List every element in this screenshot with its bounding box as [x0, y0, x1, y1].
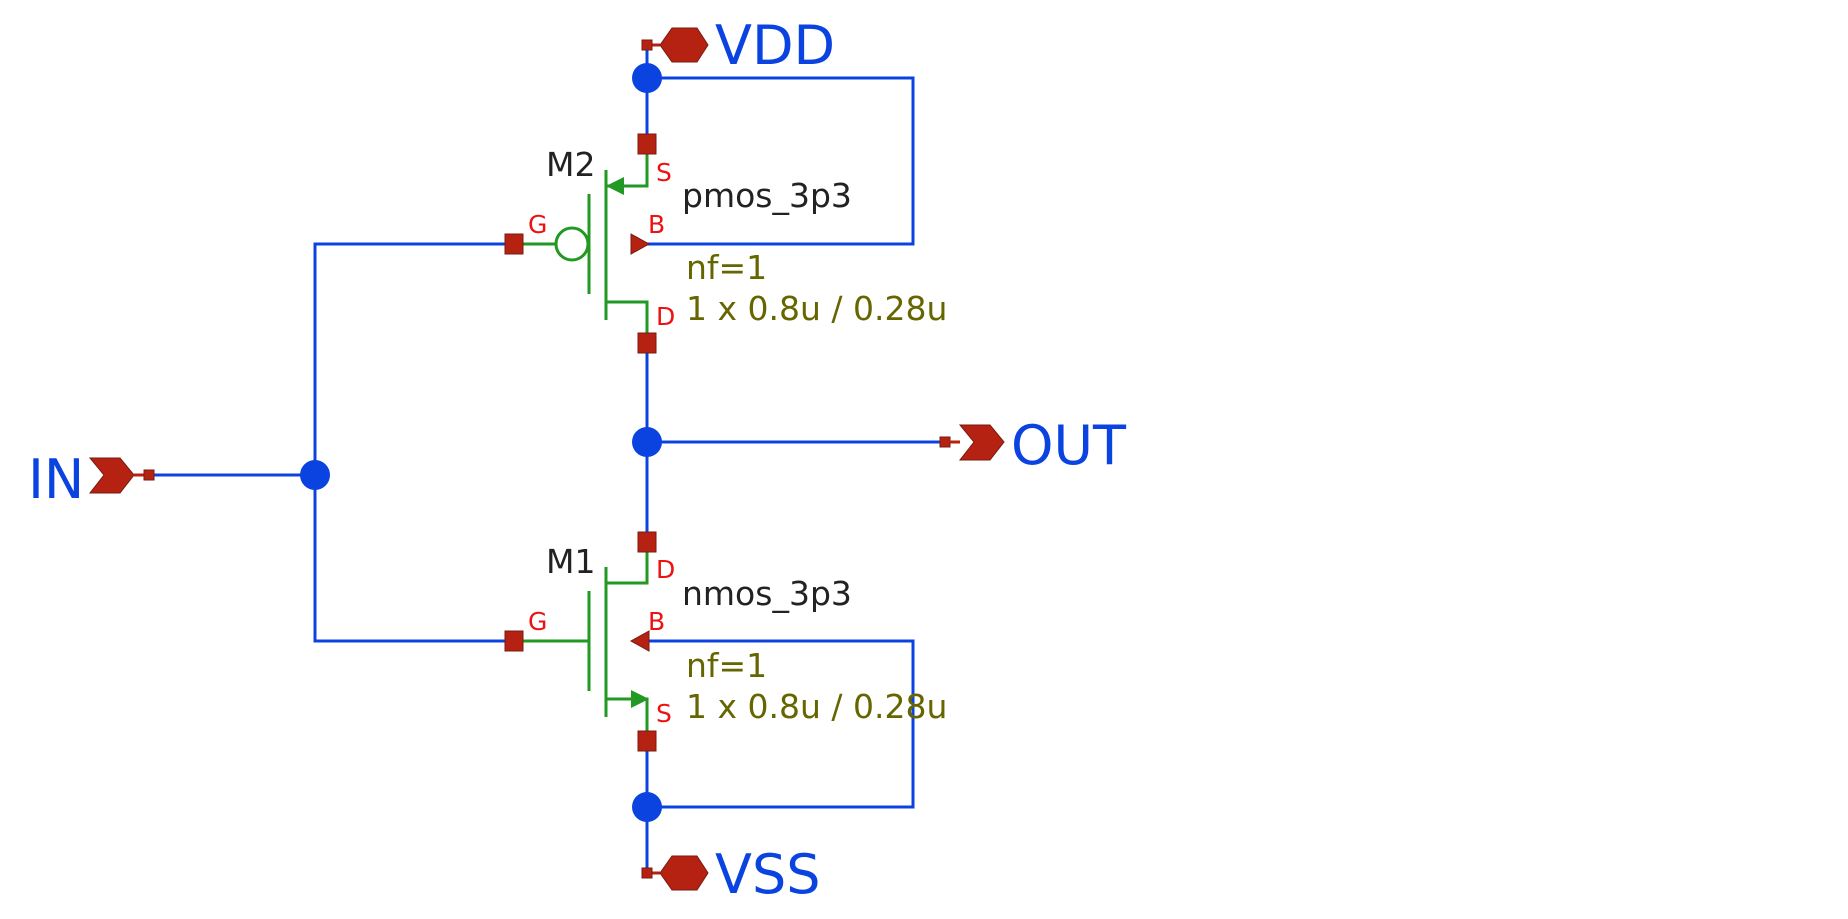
junctions — [300, 63, 662, 822]
wire-in-gates[interactable] — [313, 242, 516, 643]
pmos-pin-d-label: D — [656, 302, 675, 331]
port-out-arrow-icon — [958, 424, 1005, 461]
nmos-pin-b-label: B — [648, 607, 665, 636]
port-vdd-hexagon-icon — [659, 27, 709, 63]
port-out-label: OUT — [1011, 414, 1127, 477]
port-vdd-pin[interactable] — [641, 39, 653, 51]
nmos-pin-g[interactable] — [504, 630, 524, 652]
nmos-instance-name: M1 — [546, 542, 595, 581]
pmos-pin-g-label: G — [528, 210, 547, 239]
pmos-pin-d[interactable] — [637, 332, 657, 354]
pmos-nf-param: nf=1 — [686, 248, 767, 287]
pmos-pin-g[interactable] — [504, 233, 524, 255]
pmos-size-param: 1 x 0.8u / 0.28u — [686, 289, 947, 328]
port-out[interactable]: OUT — [939, 414, 1127, 477]
port-in-label: IN — [28, 448, 84, 511]
port-vss-hexagon-icon — [659, 855, 709, 891]
port-in-pin[interactable] — [143, 469, 155, 481]
nmos-model-name: nmos_3p3 — [682, 574, 852, 613]
wire-vdd-bulk-loop[interactable] — [645, 76, 915, 246]
pmos-drain-leg — [606, 300, 649, 343]
pmos-transistor[interactable]: M2 pmos_3p3 nf=1 1 x 0.8u / 0.28u S G B … — [504, 133, 947, 354]
nmos-pin-s-label: S — [656, 699, 672, 728]
nmos-pin-g-label: G — [528, 607, 547, 636]
pmos-model-name: pmos_3p3 — [682, 176, 852, 215]
nmos-pin-s[interactable] — [637, 730, 657, 752]
pmos-pin-s[interactable] — [637, 133, 657, 155]
nmos-drain-leg — [606, 542, 649, 585]
port-vss[interactable]: VSS — [641, 843, 821, 906]
junction-in — [300, 460, 330, 490]
pmos-gate-bubble — [554, 226, 590, 262]
junction-vss — [632, 792, 662, 822]
pmos-pin-b[interactable] — [630, 233, 651, 255]
nmos-pin-b[interactable] — [629, 630, 650, 652]
wire-vss-bulk-loop[interactable] — [645, 639, 915, 809]
nmos-transistor[interactable]: M1 nmos_3p3 nf=1 1 x 0.8u / 0.28u D G B … — [504, 531, 947, 752]
nmos-pin-d-label: D — [656, 555, 675, 584]
port-in-arrow-icon — [88, 457, 135, 494]
junction-out — [632, 427, 662, 457]
nmos-nf-param: nf=1 — [686, 646, 767, 685]
port-vdd[interactable]: VDD — [641, 14, 835, 77]
port-vdd-label: VDD — [715, 14, 835, 77]
nmos-pin-d[interactable] — [637, 531, 657, 553]
pmos-pin-s-label: S — [656, 158, 672, 187]
nmos-source-arrow — [631, 690, 649, 708]
junction-vdd — [632, 63, 662, 93]
pmos-instance-name: M2 — [546, 145, 595, 184]
pmos-source-arrow — [606, 177, 624, 195]
pmos-pin-b-label: B — [648, 210, 665, 239]
port-in[interactable]: IN — [28, 448, 155, 511]
port-vss-label: VSS — [715, 843, 821, 906]
port-vss-pin[interactable] — [641, 867, 653, 879]
nmos-size-param: 1 x 0.8u / 0.28u — [686, 687, 947, 726]
